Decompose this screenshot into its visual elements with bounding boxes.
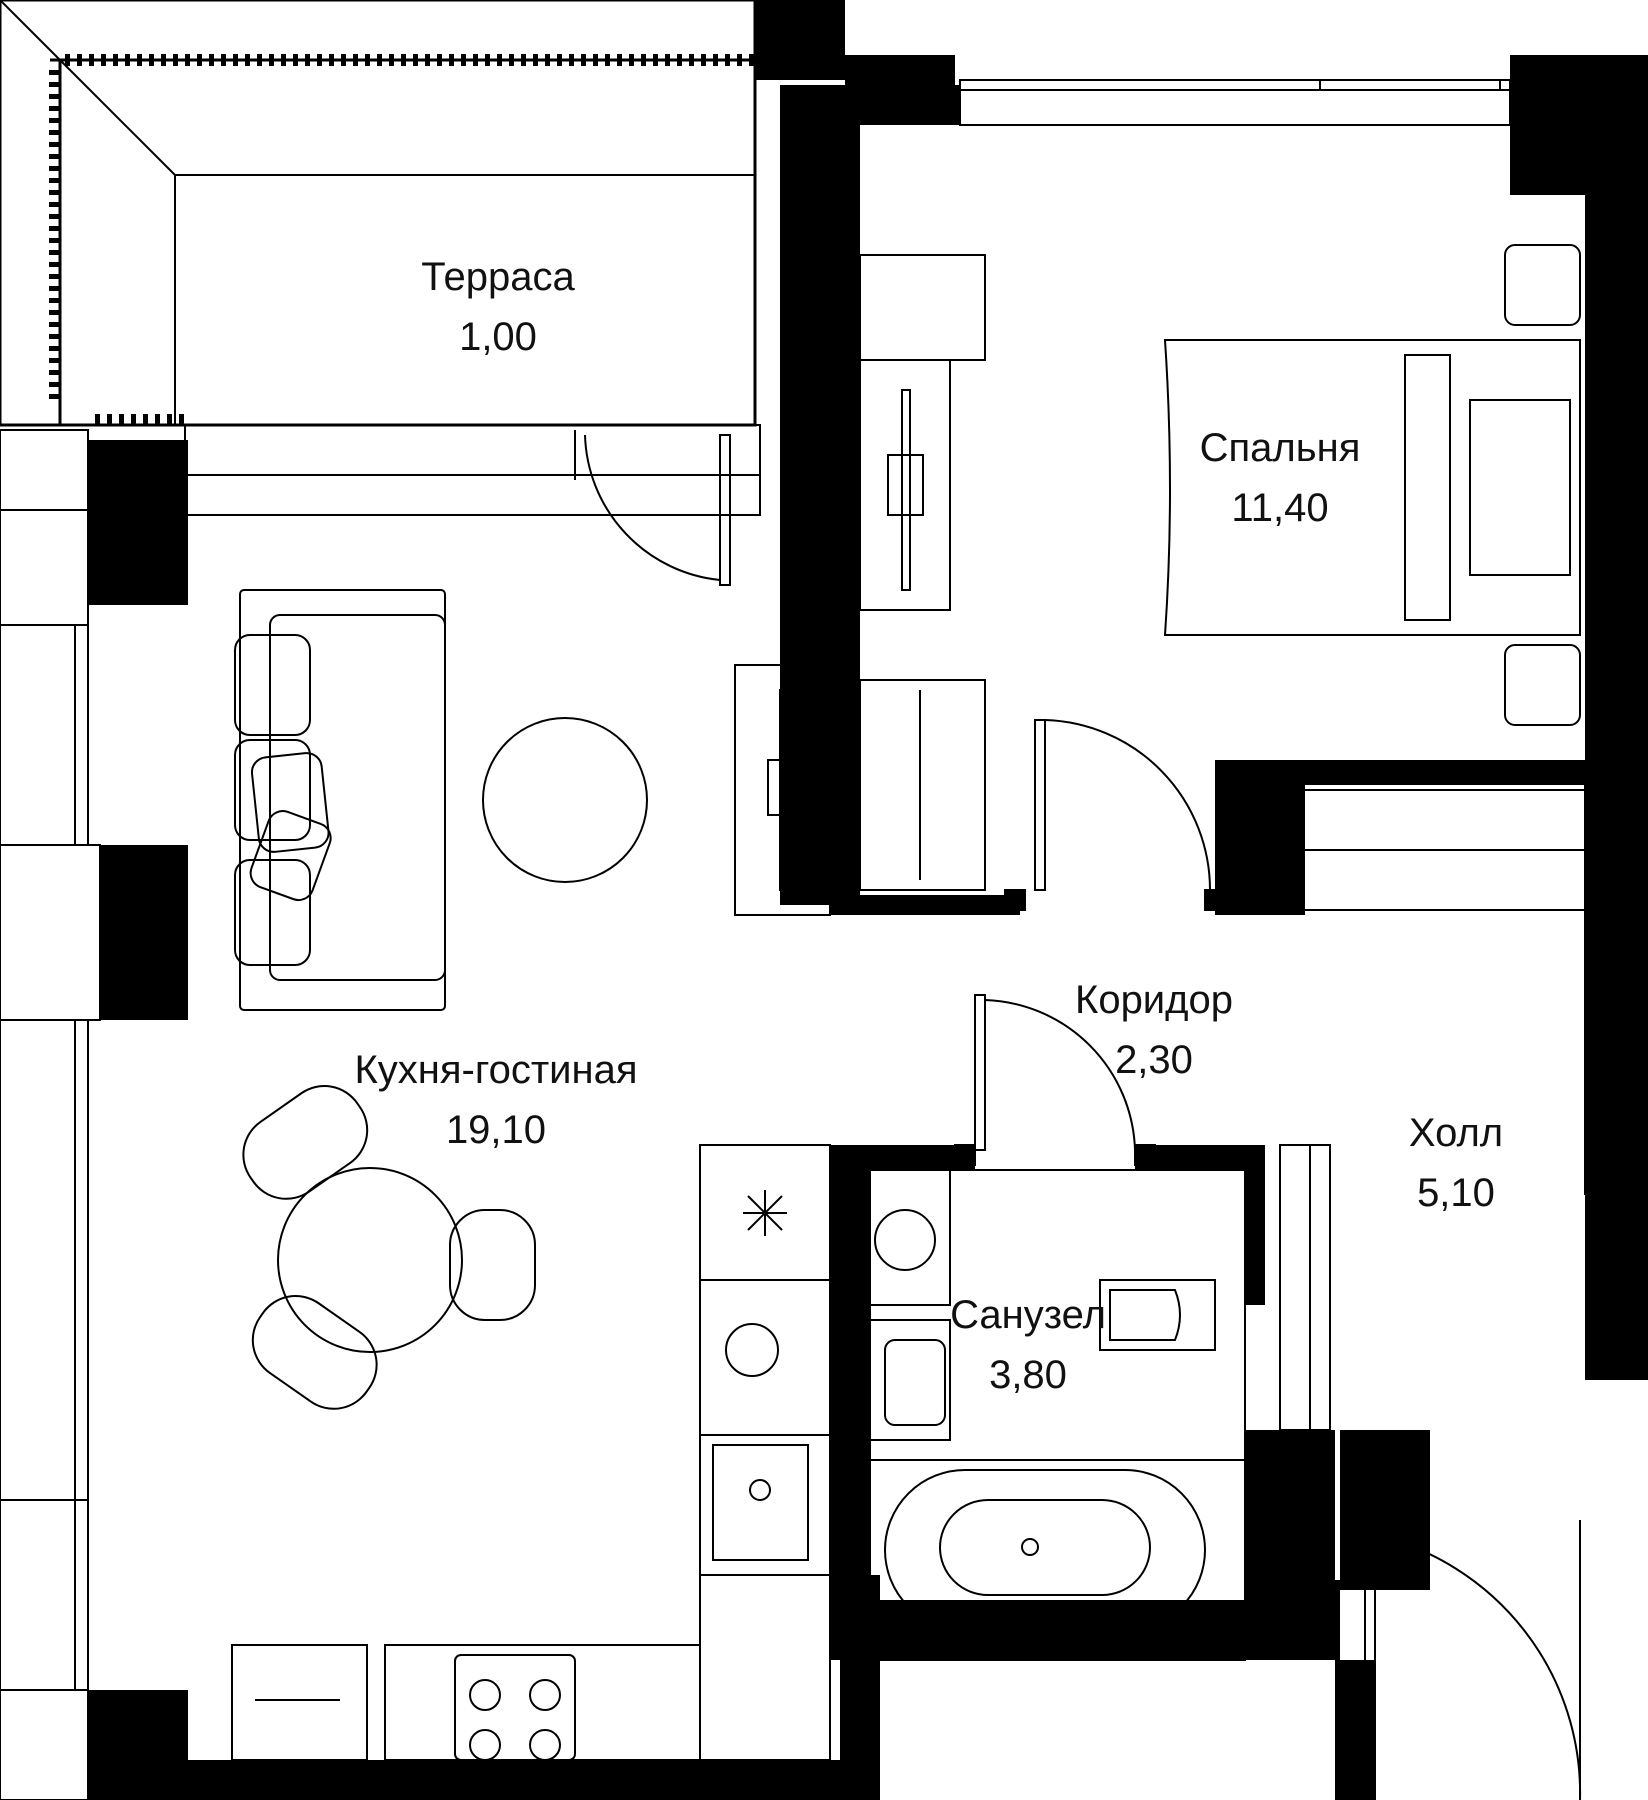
terrace-door bbox=[584, 434, 731, 586]
corridor-area: 2,30 bbox=[1115, 1038, 1193, 1082]
bathroom-area: 3,80 bbox=[989, 1353, 1067, 1397]
bedroom-door bbox=[1004, 719, 1226, 911]
bathroom-label: Санузел 3,80 bbox=[950, 1295, 1106, 1395]
corridor-label: Коридор 2,30 bbox=[1075, 980, 1233, 1080]
bathroom-name: Санузел bbox=[950, 1293, 1106, 1337]
terrace-area: 1,00 bbox=[459, 315, 537, 359]
hall-name: Холл bbox=[1408, 1111, 1504, 1155]
window-terrace bbox=[184, 424, 761, 516]
window-left bbox=[0, 429, 101, 1800]
window-bedroom bbox=[959, 79, 1511, 126]
dishwasher-icon bbox=[725, 1323, 779, 1377]
kitchen-units bbox=[231, 1144, 831, 1761]
bathroom-fixtures bbox=[869, 1169, 1246, 1661]
walls bbox=[88, 0, 1648, 1800]
fridge-icon bbox=[743, 1190, 787, 1236]
living-name: Кухня-гостиная bbox=[354, 1048, 638, 1092]
bedroom-furniture bbox=[859, 244, 1586, 911]
terrace-label: Терраса 1,00 bbox=[421, 257, 574, 357]
hall-area: 5,10 bbox=[1417, 1171, 1495, 1215]
corridor-name: Коридор bbox=[1075, 978, 1233, 1022]
hall-shoe-rack bbox=[1279, 1144, 1331, 1431]
living-area: 19,10 bbox=[445, 1108, 547, 1152]
terrace-area bbox=[0, 0, 757, 427]
sofa-icon bbox=[234, 589, 446, 1011]
bathroom-door bbox=[954, 994, 1156, 1166]
entrance-door bbox=[1364, 1520, 1582, 1800]
living-label: Кухня-гостиная 19,10 bbox=[355, 1050, 638, 1150]
living-room bbox=[231, 589, 831, 1761]
coffee-table-icon bbox=[482, 717, 648, 883]
bedroom-name: Спальня bbox=[1199, 426, 1361, 470]
bedroom-area: 11,40 bbox=[1231, 486, 1329, 530]
tv-icon bbox=[734, 664, 831, 916]
bedroom-label: Спальня 11,40 bbox=[1200, 428, 1361, 528]
hall-label: Холл 5,10 bbox=[1409, 1113, 1503, 1213]
terrace-name: Терраса bbox=[421, 255, 575, 299]
dining-table-icon bbox=[242, 1085, 536, 1410]
